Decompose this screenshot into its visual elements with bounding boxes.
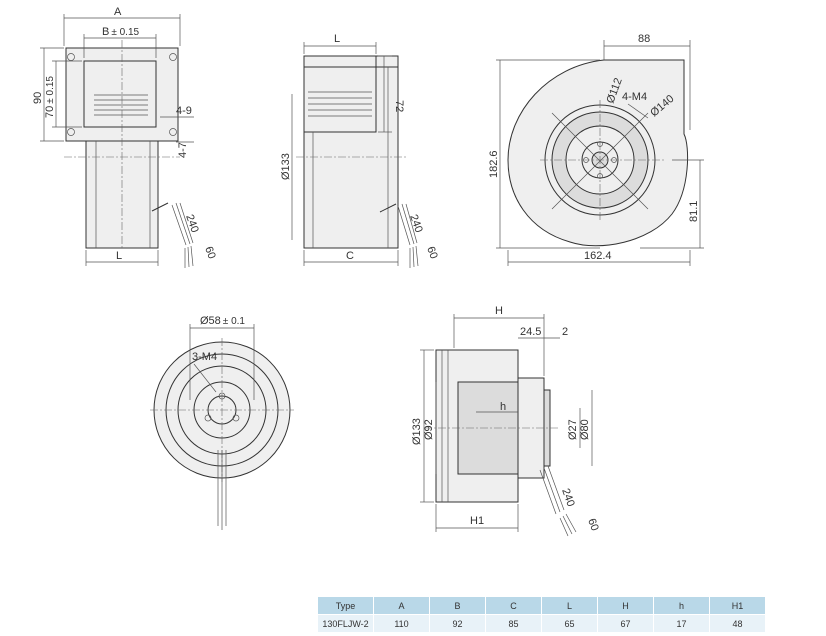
side-view: L 72 Ø133 C 240 60	[280, 33, 440, 268]
spec-cell-h: 67	[597, 614, 654, 633]
dim-90: 90	[32, 92, 44, 104]
spec-cell-c: 85	[485, 614, 542, 633]
dim-70: 70± 0.15	[44, 76, 56, 118]
section-dim-2: 2	[562, 326, 568, 338]
spec-cell-a: 110	[373, 614, 430, 633]
scroll-dim-182: 182.6	[488, 150, 500, 178]
section-dim-wire-240: 240	[559, 487, 577, 508]
section-dim-h-lower: h	[500, 401, 506, 413]
section-dim-24-5: 24.5	[520, 326, 541, 338]
spec-header-h-small: h	[653, 596, 710, 615]
section-dim-h-upper: H	[495, 305, 503, 317]
rear-dim-3-m4: 3-M4	[192, 351, 217, 363]
section-dim-wire-60: 60	[585, 517, 600, 533]
scroll-dim-4-m4: 4-M4	[622, 91, 647, 103]
spec-cell-b: 92	[429, 614, 486, 633]
spec-header-c: C	[485, 596, 542, 615]
side-dim-wire-60: 60	[424, 245, 439, 261]
side-housing	[303, 55, 399, 249]
spec-cell-h-small: 17	[653, 614, 710, 633]
side-dim-d133: Ø133	[280, 153, 292, 180]
rear-dim-d58: Ø58± 0.1	[200, 315, 245, 327]
spec-header-l: L	[541, 596, 598, 615]
table-row: 130FLJW-2 110 92 85 65 67 17 48	[317, 614, 766, 633]
spec-cell-h1: 48	[709, 614, 766, 633]
outlet-opening	[83, 60, 157, 128]
spec-header-h1: H1	[709, 596, 766, 615]
side-dim-c: C	[346, 250, 354, 262]
side-dim-wire-240: 240	[407, 213, 425, 234]
scroll-dim-162: 162.4	[584, 250, 612, 262]
dim-wire-60: 60	[202, 245, 217, 261]
section-view: H 24.5 2 h Ø133 Ø92 Ø27 Ø80 H1 240 60	[411, 305, 601, 537]
front-view: A B± 0.15 90 70± 0.15 4-9 4-7 L 240 60	[32, 6, 218, 268]
dim-l: L	[116, 250, 122, 262]
spec-header-b: B	[429, 596, 486, 615]
dim-slot-4-7: 4-7	[177, 142, 189, 158]
spec-table: Type A B C L H h H1 130FLJW-2 110 92 85 …	[317, 596, 766, 633]
rear-view: Ø58± 0.1 3-M4	[150, 315, 294, 530]
section-dim-h1: H1	[470, 515, 484, 527]
spec-header-h: H	[597, 596, 654, 615]
dim-b: B± 0.15	[102, 26, 140, 38]
side-dim-72: 72	[393, 100, 405, 112]
spec-cell-l: 65	[541, 614, 598, 633]
spec-header-a: A	[373, 596, 430, 615]
section-dim-d80: Ø80	[579, 419, 591, 440]
spec-header-type: Type	[317, 596, 374, 615]
section-dim-d92: Ø92	[423, 419, 435, 440]
spec-header-row: Type A B C L H h H1	[317, 596, 766, 615]
scroll-view: 88 Ø112 4-M4 Ø140 182.6 81.1 162.4	[488, 33, 704, 266]
section-dim-d133: Ø133	[411, 418, 423, 445]
dim-wire-240: 240	[183, 213, 201, 234]
scroll-dim-88: 88	[638, 33, 650, 45]
dim-slot-4-9: 4-9	[176, 105, 192, 117]
section-dim-d27: Ø27	[567, 419, 579, 440]
spec-cell-type: 130FLJW-2	[317, 614, 374, 633]
scroll-dim-81: 81.1	[688, 201, 700, 222]
dim-a: A	[114, 6, 122, 18]
side-dim-l: L	[334, 33, 340, 45]
